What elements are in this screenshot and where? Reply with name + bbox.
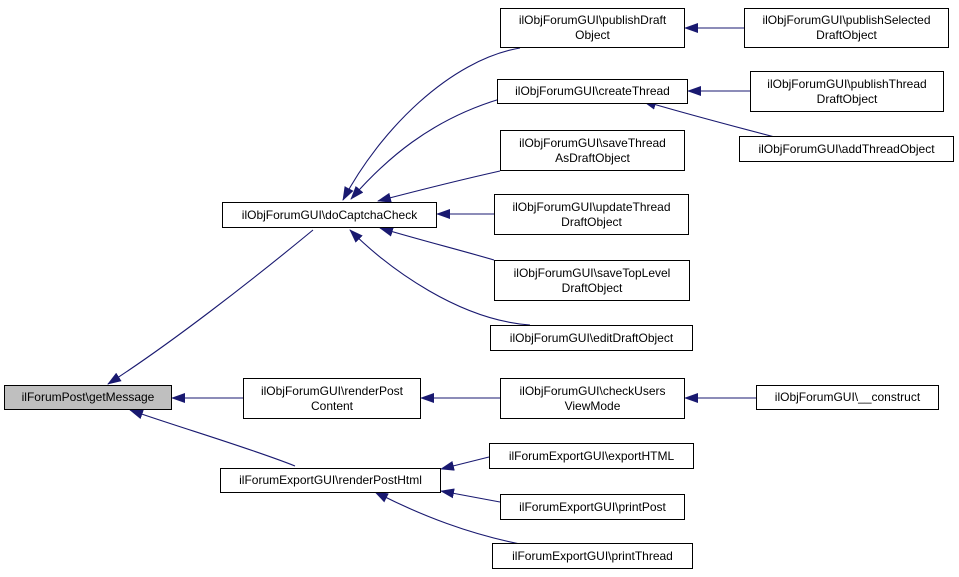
edge-exportHTML-renderPostHtml	[440, 456, 490, 471]
node-getMessage: ilForumPost\getMessage	[4, 385, 172, 410]
node-construct[interactable]: ilObjForumGUI\__construct	[756, 385, 939, 410]
edge-renderPostHtml-getMessage	[129, 409, 296, 467]
node-printPost[interactable]: ilForumExportGUI\printPost	[500, 494, 685, 520]
node-label-line: ilObjForumGUI\doCaptchaCheck	[241, 207, 418, 222]
node-editDraftObject[interactable]: ilObjForumGUI\editDraftObject	[490, 325, 693, 351]
node-label-line: ilObjForumGUI\checkUsers	[519, 383, 666, 398]
node-label-line: ilObjForumGUI\publishThread	[767, 76, 927, 91]
edge-printThread-renderPostHtml	[374, 491, 531, 547]
node-label-line: DraftObject	[816, 91, 878, 106]
node-createThread[interactable]: ilObjForumGUI\createThread	[497, 79, 688, 104]
node-label-line: ilForumExportGUI\printThread	[512, 548, 673, 563]
node-label-line: ilObjForumGUI\editDraftObject	[509, 330, 674, 345]
node-label-line: ilForumPost\getMessage	[21, 390, 155, 404]
node-printThread[interactable]: ilForumExportGUI\printThread	[492, 543, 693, 569]
edge-publishDraftObject-doCaptchaCheck	[342, 47, 521, 201]
node-label-line: ilForumExportGUI\exportHTML	[508, 448, 675, 463]
node-label-line: ilForumExportGUI\renderPostHtml	[239, 473, 422, 487]
node-label-line: DraftObject	[561, 214, 622, 229]
edge-printPost-renderPostHtml	[440, 488, 501, 503]
edge-saveTopLevelDraftObject-doCaptchaCheck	[379, 226, 495, 261]
node-label-line: DraftObject	[561, 280, 623, 295]
node-label-line: ilObjForumGUI\updateThread	[512, 199, 671, 214]
node-label-line: ViewMode	[564, 398, 621, 413]
node-exportHTML[interactable]: ilForumExportGUI\exportHTML	[489, 443, 694, 469]
edge-doCaptchaCheck-getMessage	[107, 229, 314, 385]
node-doCaptchaCheck[interactable]: ilObjForumGUI\doCaptchaCheck	[222, 202, 437, 228]
node-label-line: ilObjForumGUI\renderPost	[260, 383, 404, 398]
node-label-line: ilObjForumGUI\__construct	[774, 390, 921, 404]
node-label-line: AsDraftObject	[555, 150, 630, 165]
node-label-line: ilObjForumGUI\createThread	[515, 84, 670, 98]
node-label-line: ilObjForumGUI\addThreadObject	[758, 141, 935, 156]
node-label-line: Object	[575, 28, 610, 42]
edge-createThread-doCaptchaCheck	[350, 98, 501, 200]
node-label-line: ilObjForumGUI\publishDraft	[518, 13, 667, 27]
node-label-line: ilObjForumGUI\saveTopLevel	[513, 265, 671, 280]
node-label-line: DraftObject	[816, 28, 877, 42]
node-label-line: Content	[310, 398, 354, 413]
node-label-line: ilForumExportGUI\printPost	[519, 499, 666, 514]
edge-saveThreadAsDraftObject-doCaptchaCheck	[377, 170, 501, 203]
edge-editDraftObject-doCaptchaCheck	[349, 229, 531, 326]
node-renderPostHtml[interactable]: ilForumExportGUI\renderPostHtml	[220, 468, 441, 493]
node-label-line: ilObjForumGUI\saveThread	[519, 135, 666, 150]
node-addThreadObject[interactable]: ilObjForumGUI\addThreadObject	[739, 136, 954, 162]
node-label-line: ilObjForumGUI\publishSelected	[762, 13, 931, 27]
